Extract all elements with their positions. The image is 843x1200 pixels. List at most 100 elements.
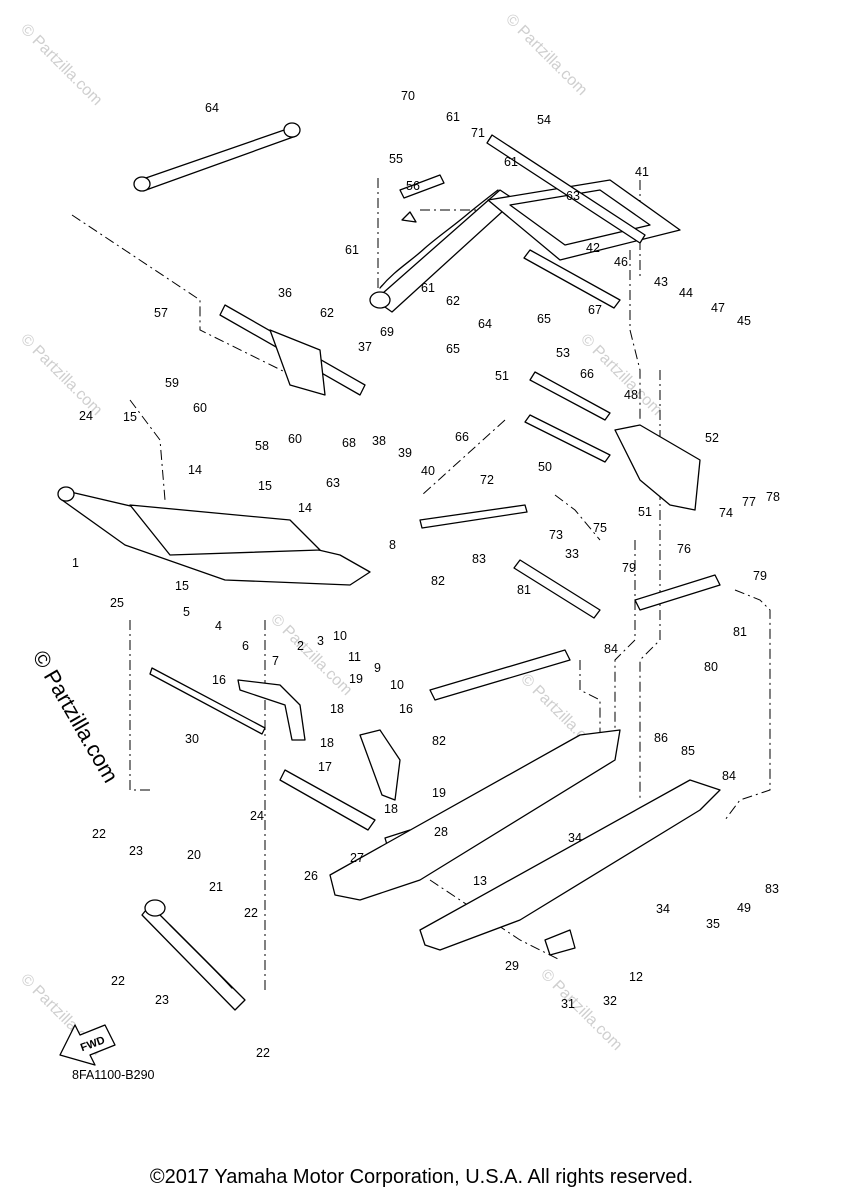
callout-16b: 16: [399, 702, 413, 716]
rear-shock-eye: [144, 899, 166, 917]
callout-50: 50: [538, 460, 552, 474]
callout-39: 39: [398, 446, 412, 460]
fwd-arrow: FWD: [59, 1024, 116, 1066]
callout-46: 46: [614, 255, 628, 269]
callout-65: 65: [537, 312, 551, 326]
callout-23b: 23: [155, 993, 169, 1007]
right-rail: [419, 779, 721, 951]
callout-10: 10: [333, 629, 347, 643]
callout-2: 2: [297, 639, 304, 653]
callout-28: 28: [434, 825, 448, 839]
callout-8: 8: [389, 538, 396, 552]
block-29: [544, 929, 576, 956]
bracket-16: [237, 679, 306, 741]
watermark-tile: © Partzilla.com: [502, 11, 590, 99]
callout-71: 71: [471, 126, 485, 140]
callout-18b: 18: [320, 736, 334, 750]
callout-83b: 83: [765, 882, 779, 896]
callout-56: 56: [406, 179, 420, 193]
callout-41: 41: [635, 165, 649, 179]
callouts: 1 2 3 4 5 6 7 8 9 10 10 11 12 13 14 14 1…: [72, 89, 780, 1060]
callout-37: 37: [358, 340, 372, 354]
shaft-54: [486, 134, 646, 244]
callout-22b: 22: [244, 906, 258, 920]
callout-25: 25: [110, 596, 124, 610]
callout-64b: 64: [478, 317, 492, 331]
upper-shock-55: [374, 189, 516, 313]
callout-69: 69: [380, 325, 394, 339]
callout-54: 54: [537, 113, 551, 127]
upper-shock-spring: [379, 189, 499, 289]
callout-49: 49: [737, 901, 751, 915]
callout-63: 63: [566, 189, 580, 203]
arm-76: [634, 574, 721, 611]
parts-layer: [57, 122, 721, 1011]
callout-4: 4: [215, 619, 222, 633]
callout-59: 59: [165, 376, 179, 390]
callout-83: 83: [472, 552, 486, 566]
callout-66b: 66: [455, 430, 469, 444]
rod-64: [139, 127, 297, 191]
rod-64-end: [133, 176, 151, 192]
callout-65b: 65: [446, 342, 460, 356]
rod-72: [419, 504, 528, 529]
callout-29: 29: [505, 959, 519, 973]
callout-44: 44: [679, 286, 693, 300]
callout-11: 11: [348, 650, 361, 664]
callout-20: 20: [187, 848, 201, 862]
upper-shock-eye: [369, 291, 391, 309]
front-frame-1-inner: [129, 504, 321, 556]
callout-42: 42: [586, 241, 600, 255]
callout-18: 18: [330, 702, 344, 716]
callout-7: 7: [272, 654, 279, 668]
callout-22c: 22: [111, 974, 125, 988]
callout-34: 34: [568, 831, 582, 845]
shaft-33: [513, 559, 601, 619]
callout-85: 85: [681, 744, 695, 758]
callout-15: 15: [123, 410, 137, 424]
callout-34b: 34: [656, 902, 670, 916]
callout-23: 23: [129, 844, 143, 858]
callout-61: 61: [446, 110, 460, 124]
diagram-code: 8FA1100-B290: [72, 1068, 155, 1082]
callout-27: 27: [350, 851, 364, 865]
callout-60: 60: [193, 401, 207, 415]
callout-79: 79: [622, 561, 636, 575]
callout-70: 70: [401, 89, 415, 103]
callout-13: 13: [473, 874, 487, 888]
callout-15b: 15: [258, 479, 272, 493]
watermark-tile: © Partzilla.com: [537, 966, 625, 1054]
callout-51b: 51: [638, 505, 652, 519]
callout-76: 76: [677, 542, 691, 556]
callout-80: 80: [704, 660, 718, 674]
callout-67: 67: [588, 303, 602, 317]
callout-22d: 22: [256, 1046, 270, 1060]
callout-64: 64: [205, 101, 219, 115]
callout-58: 58: [255, 439, 269, 453]
callout-17: 17: [318, 760, 332, 774]
shaft-50: [524, 414, 611, 463]
callout-16: 16: [212, 673, 226, 687]
callout-22: 22: [92, 827, 106, 841]
axle-42: [523, 249, 621, 309]
callout-15c: 15: [175, 579, 189, 593]
callout-63b: 63: [326, 476, 340, 490]
callout-6: 6: [242, 639, 249, 653]
callout-86: 86: [654, 731, 668, 745]
callout-36: 36: [278, 286, 292, 300]
callout-32: 32: [603, 994, 617, 1008]
front-frame-1-end: [57, 486, 75, 502]
bracket-48: [614, 424, 701, 511]
callout-81: 81: [517, 583, 531, 597]
callout-24b: 24: [250, 809, 264, 823]
callout-47: 47: [711, 301, 725, 315]
callout-19b: 19: [432, 786, 446, 800]
callout-18c: 18: [384, 802, 398, 816]
callout-78: 78: [766, 490, 780, 504]
callout-61d: 61: [421, 281, 435, 295]
shaft-53: [529, 371, 611, 421]
callout-14: 14: [188, 463, 202, 477]
bolt-30: [149, 667, 266, 735]
callout-14b: 14: [298, 501, 312, 515]
